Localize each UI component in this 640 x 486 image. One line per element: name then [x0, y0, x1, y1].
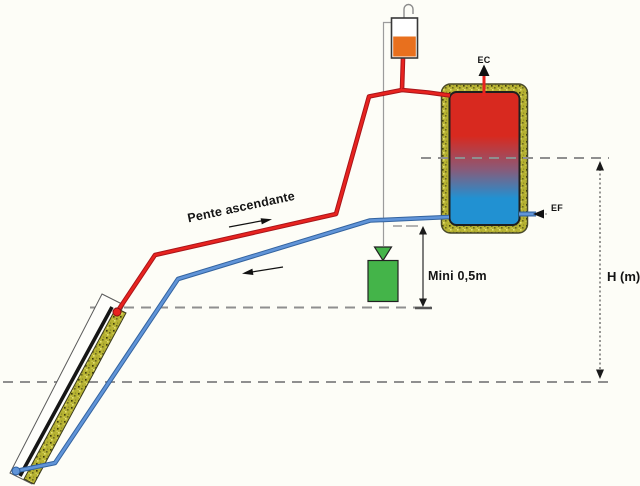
- flow-arrow-cold: [242, 266, 284, 275]
- cold-flow-line: [249, 266, 284, 273]
- overflow-drain-line: [382, 21, 392, 246]
- ec-arrow-up-icon: [478, 64, 490, 76]
- dimension-min-height: [393, 225, 432, 310]
- vent-hook: [403, 3, 414, 19]
- min-height-arrow-up-icon: [419, 226, 427, 235]
- cold-water-inlet: [519, 209, 549, 219]
- hot-pipe-core: [115, 57, 405, 313]
- funnel-body: [367, 259, 399, 303]
- hot-connection-dot: [112, 307, 122, 317]
- ef-arrow-left-icon: [533, 209, 544, 219]
- hot-flow-arrow-icon: [260, 218, 272, 225]
- solar-collector: [9, 293, 127, 485]
- hot-pipe-tank-branch-core: [401, 88, 451, 97]
- cold-pipe: [11, 214, 450, 476]
- height-arrow-up-icon: [596, 161, 604, 171]
- cold-pipe-core: [15, 215, 450, 473]
- ec-label: EC: [477, 55, 490, 65]
- funnel-cone: [373, 246, 393, 262]
- hot-water-outlet: [478, 64, 490, 96]
- cold-flow-arrow-icon: [242, 268, 254, 275]
- drain-funnel: [367, 246, 399, 303]
- slope-label: Pente ascendante: [186, 189, 296, 225]
- min-height-label: Mini 0,5m: [428, 269, 487, 283]
- hot-pipe: [112, 57, 451, 317]
- hot-pipe-outline: [115, 57, 406, 314]
- ef-label: EF: [551, 203, 563, 213]
- hot-flow-line: [228, 220, 264, 228]
- dimension-total-height: [596, 161, 604, 379]
- expansion-vessel: [390, 17, 419, 59]
- collector-insulation: [23, 307, 127, 485]
- min-height-arrow-down-icon: [419, 298, 427, 307]
- vessel-fluid: [393, 36, 416, 57]
- collector-absorber: [18, 306, 114, 477]
- flow-arrow-hot: [228, 218, 272, 228]
- height-label: H (m): [607, 269, 640, 284]
- height-arrow-down-icon: [596, 369, 604, 379]
- cold-connection-dot: [11, 466, 21, 476]
